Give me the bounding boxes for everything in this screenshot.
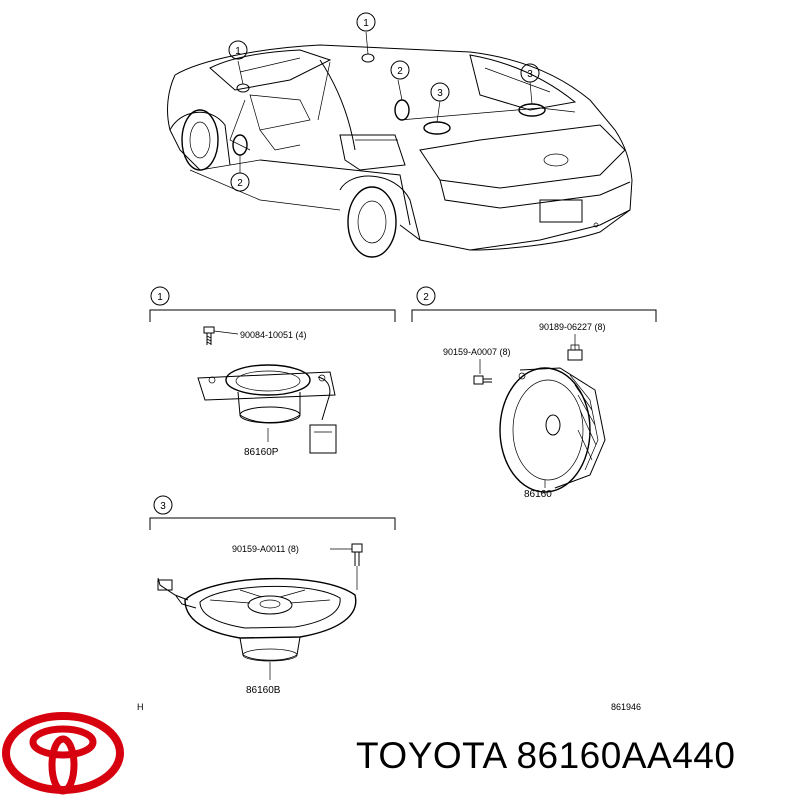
bolt-icon	[203, 326, 215, 345]
screw-icon	[473, 375, 492, 385]
section-3: 3 90159-A0011 (8) 86160B	[149, 495, 396, 696]
car-callout-3a: 3	[430, 82, 450, 102]
svg-text:2: 2	[237, 178, 243, 189]
screw-icon-3	[351, 543, 363, 566]
clip-part-label: 90189-06227 (8)	[539, 322, 606, 332]
car-illustration	[167, 31, 633, 258]
diagram-code-right: 861946	[611, 702, 641, 712]
part-number-86160b: 86160B	[246, 685, 281, 696]
section-1: 1 90084-10051 (4) 86160P	[149, 286, 396, 458]
car-callout-1b: 1	[356, 12, 376, 32]
svg-text:1: 1	[363, 18, 369, 29]
toyota-logo	[2, 712, 124, 795]
clip-icon	[567, 344, 583, 361]
section-2-callout	[416, 286, 436, 306]
section-3-callout	[153, 495, 173, 515]
car-callout-1a: 1	[228, 40, 248, 60]
speaker-86160-icon	[499, 367, 606, 493]
car-callout-3b: 3	[520, 63, 540, 83]
section-2: 2 90189-06227 (8) 90159-A0007 (8) 86160	[411, 286, 657, 500]
svg-text:2: 2	[397, 66, 403, 77]
bolt-part-label: 90084-10051 (4)	[240, 330, 307, 340]
diagram-code-left: H	[137, 702, 144, 712]
svg-text:3: 3	[527, 69, 533, 80]
speaker-86160b-icon	[157, 577, 357, 662]
part-number-86160p: 86160P	[244, 447, 279, 458]
svg-text:3: 3	[437, 88, 443, 99]
section-1-callout	[150, 286, 170, 306]
car-callout-2a: 2	[390, 60, 410, 80]
screw-part-label-3: 90159-A0011 (8)	[232, 544, 299, 554]
section-2-number: 2	[423, 292, 429, 303]
product-title: TOYOTA 86160AA440	[356, 735, 736, 776]
part-number-86160: 86160	[524, 489, 552, 500]
svg-text:1: 1	[235, 46, 241, 57]
section-3-number: 3	[160, 501, 166, 512]
section-1-number: 1	[157, 292, 163, 303]
screw-part-label: 90159-A0007 (8)	[443, 347, 511, 357]
car-callout-2b: 2	[230, 172, 250, 192]
speaker-86160p-icon	[197, 364, 337, 454]
